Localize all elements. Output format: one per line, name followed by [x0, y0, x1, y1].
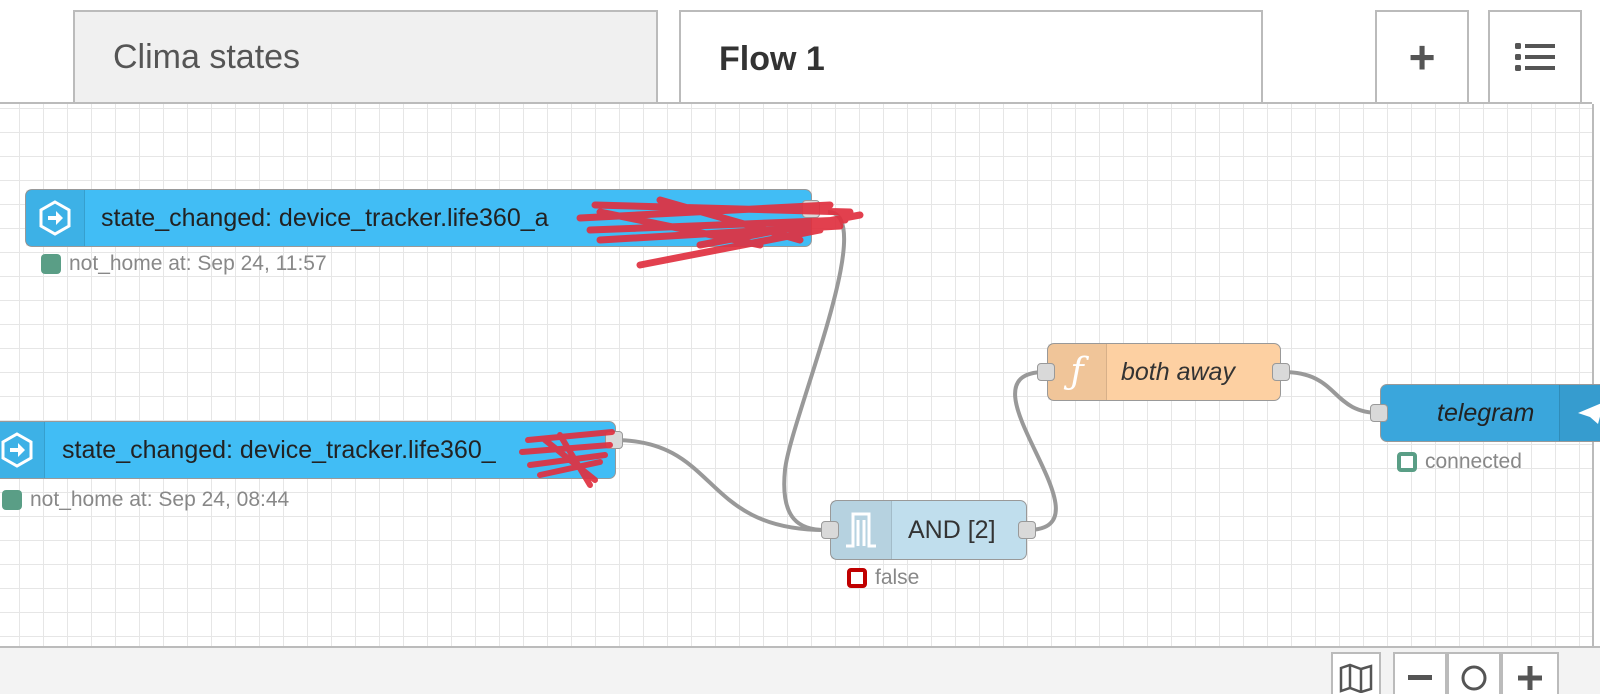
node-label: state_changed: device_tracker.life360_a — [101, 203, 549, 232]
input-port[interactable] — [1370, 404, 1388, 422]
node-icon-box: ƒ — [1048, 344, 1107, 400]
zoom-out-button[interactable] — [1393, 652, 1447, 694]
node-label: state_changed: device_tracker.life360_ — [62, 435, 496, 464]
node-label: both away — [1121, 357, 1235, 386]
output-port[interactable] — [1018, 521, 1036, 539]
status-indicator-icon — [41, 254, 61, 274]
circle-icon — [1461, 665, 1487, 691]
canvas-border — [1592, 104, 1594, 646]
status-text: not_home at: Sep 24, 08:44 — [30, 488, 290, 511]
node-status: false — [847, 566, 919, 590]
and-gate-node[interactable]: AND [2] — [830, 500, 1027, 560]
output-port[interactable] — [1272, 363, 1290, 381]
node-label: telegram — [1437, 398, 1535, 427]
tab-flow-1[interactable]: Flow 1 — [679, 10, 1263, 106]
status-indicator-icon — [2, 490, 22, 510]
function-icon: ƒ — [1070, 351, 1084, 392]
events-state-node-2[interactable]: state_changed: device_tracker.life360_ — [0, 421, 616, 479]
minus-icon — [1408, 675, 1432, 680]
node-icon-box — [1559, 385, 1600, 441]
output-port[interactable] — [802, 200, 820, 218]
node-label: AND [2] — [908, 515, 996, 544]
flow-canvas[interactable] — [0, 104, 1592, 646]
status-text: false — [875, 566, 920, 589]
arrow-right-circle-icon — [1, 432, 32, 468]
output-port[interactable] — [605, 431, 623, 449]
status-text: not_home at: Sep 24, 11:57 — [69, 252, 327, 275]
pulse-icon — [846, 512, 876, 548]
input-port[interactable] — [1037, 363, 1055, 381]
tab-label: Flow 1 — [719, 39, 825, 78]
node-status: not_home at: Sep 24, 08:44 — [2, 488, 289, 512]
send-icon — [1578, 403, 1600, 424]
events-state-node-1[interactable]: state_changed: device_tracker.life360_a — [25, 189, 812, 247]
workspace-footer — [0, 646, 1600, 694]
workspace-tab-bar: Clima states Flow 1 + — [0, 0, 1600, 106]
node-status: connected — [1397, 450, 1522, 474]
tab-bar-divider — [0, 102, 1592, 104]
tab-label: Clima states — [113, 37, 301, 76]
add-flow-button[interactable]: + — [1375, 10, 1469, 102]
node-icon-box — [0, 422, 45, 478]
status-text: connected — [1425, 450, 1522, 473]
tab-clima-states[interactable]: Clima states — [73, 10, 658, 102]
zoom-reset-button[interactable] — [1447, 652, 1501, 694]
map-icon — [1339, 663, 1373, 693]
list-icon — [1515, 43, 1555, 71]
status-indicator-icon — [847, 568, 867, 588]
plus-icon: + — [1408, 31, 1436, 83]
navigator-button[interactable] — [1331, 652, 1381, 694]
plus-icon — [1518, 666, 1542, 690]
status-indicator-icon — [1397, 452, 1417, 472]
arrow-right-circle-icon — [39, 200, 71, 236]
flow-list-button[interactable] — [1488, 10, 1582, 102]
node-icon-box — [831, 501, 892, 559]
telegram-sender-node[interactable]: telegram — [1380, 384, 1600, 442]
input-port[interactable] — [821, 521, 839, 539]
function-node[interactable]: ƒ both away — [1047, 343, 1281, 401]
node-status: not_home at: Sep 24, 11:57 — [41, 252, 327, 276]
node-icon-box — [26, 190, 85, 246]
zoom-in-button[interactable] — [1501, 652, 1559, 694]
